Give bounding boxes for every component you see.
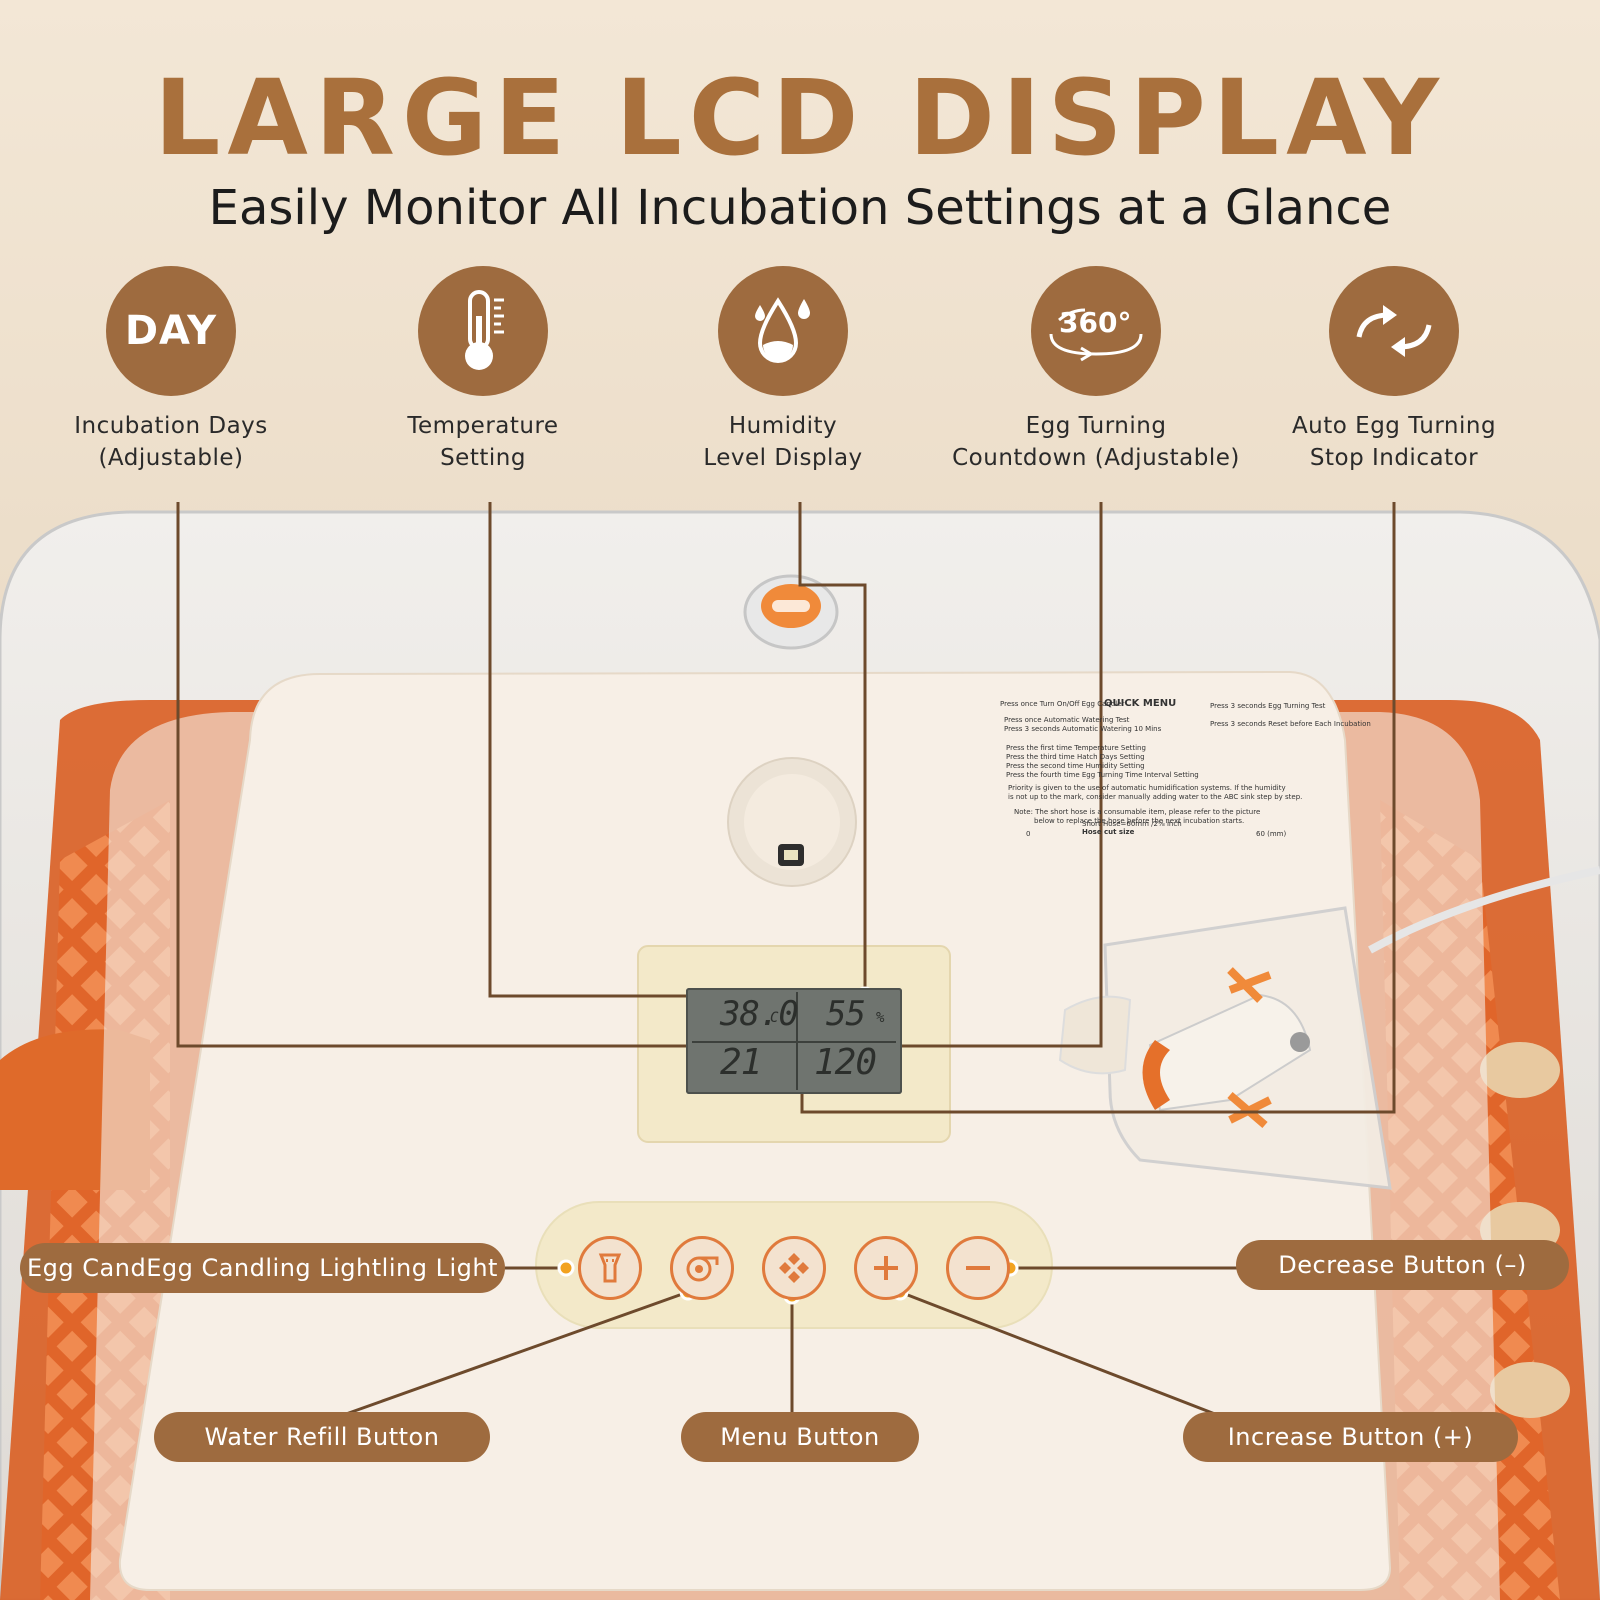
water-drop-icon: [718, 266, 848, 396]
feature-humidity: Humidity Level Display: [633, 266, 933, 474]
menu-diamonds-icon: [779, 1253, 809, 1283]
callout-candling-light: Egg CandEgg Candling Lightling Light: [20, 1243, 505, 1293]
candling-light-button[interactable]: [578, 1236, 642, 1300]
lcd-humidity-unit: %: [876, 1010, 885, 1026]
page-title: LARGE LCD DISPLAY: [154, 57, 1446, 179]
lcd-days: 21: [720, 1042, 762, 1083]
callout-increase-button: Increase Button (+): [1183, 1412, 1518, 1462]
increase-button[interactable]: [854, 1236, 918, 1300]
feature-temperature: Temperature Setting: [333, 266, 633, 474]
lcd-temperature-unit: C: [770, 1010, 779, 1026]
feature-label: Egg Turning Countdown (Adjustable): [952, 413, 1240, 471]
lcd-humidity: 55: [826, 994, 866, 1034]
lcd-temperature: 38.0: [720, 994, 799, 1034]
page-subtitle: Easily Monitor All Incubation Settings a…: [208, 180, 1392, 236]
plus-icon: [874, 1256, 898, 1280]
feature-egg-turning-countdown: 360° Egg Turning Countdown (Adjustable): [946, 266, 1246, 474]
menu-button[interactable]: [762, 1236, 826, 1300]
feature-label: Temperature Setting: [407, 413, 559, 471]
water-pump-icon: [686, 1256, 719, 1282]
feature-label: Incubation Days (Adjustable): [74, 413, 268, 471]
callout-water-refill-button: Water Refill Button: [154, 1412, 490, 1462]
day-icon: DAY: [106, 266, 236, 396]
quick-menu-title: QUICK MENU: [1104, 698, 1177, 709]
feature-incubation-days: DAY Incubation Days (Adjustable): [21, 266, 321, 474]
lcd-countdown: 120: [814, 1042, 877, 1083]
lcd-divider: [692, 1041, 896, 1043]
thermometer-icon: [418, 266, 548, 396]
water-refill-button[interactable]: [670, 1236, 734, 1300]
rotate-360-icon: 360°: [1031, 266, 1161, 396]
callout-decrease-button: Decrease Button (–): [1236, 1240, 1569, 1290]
feature-label: Auto Egg Turning Stop Indicator: [1291, 413, 1497, 471]
feature-label: Humidity Level Display: [703, 413, 863, 471]
lcd-screen: 38.0 C 55 % 21 120: [686, 988, 902, 1094]
decrease-button[interactable]: [946, 1236, 1010, 1300]
minus-icon: [966, 1266, 990, 1270]
flashlight-icon: [598, 1253, 622, 1283]
auto-turn-arrows-icon: [1329, 266, 1459, 396]
callout-menu-button: Menu Button: [681, 1412, 919, 1462]
feature-auto-egg-turning-stop: Auto Egg Turning Stop Indicator: [1244, 266, 1544, 474]
